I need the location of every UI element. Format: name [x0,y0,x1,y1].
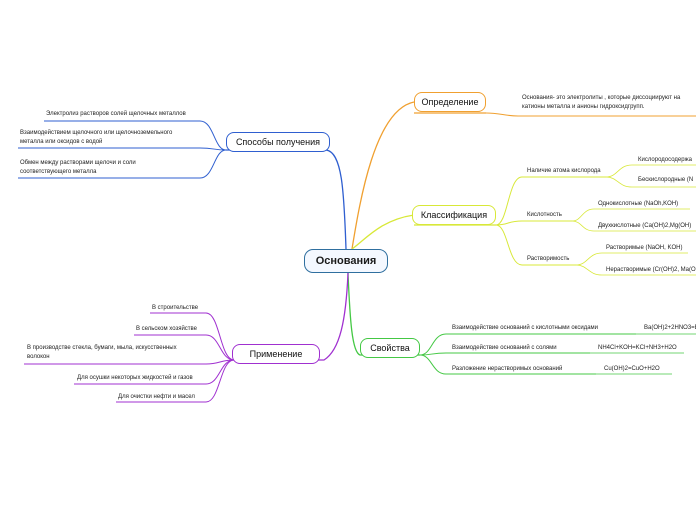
production-water-line2: металла или оксидов с водой [20,139,103,145]
production-exchange-line1: Обмен между растворами щелочи и соли [20,160,136,166]
property-acid-oxides[interactable]: Взаимодействие оснований с кислотными ок… [452,325,599,331]
classification-solubility[interactable]: Растворимость [527,256,570,262]
formula-decomposition[interactable]: Cu(OH)2=CuO+H2O [604,366,660,372]
acidity-item-1[interactable]: Однокислотные (NaOh,KOH) [598,201,679,207]
production-water-reaction[interactable]: Взаимодействием щелочного или щелочнозем… [20,129,172,147]
application-production-line1: В производстве стекла, бумаги, мыла, иск… [27,345,177,351]
property-decomposition[interactable]: Разложение нерастворимых оснований [452,366,563,372]
branch-production[interactable]: Способы получения [226,132,330,152]
application-agriculture[interactable]: В сельском хозяйстве [136,326,198,332]
application-production[interactable]: В производстве стекла, бумаги, мыла, иск… [27,344,177,362]
production-exchange-line2: соответствующего металла [20,169,97,175]
branch-application[interactable]: Применение [232,344,320,364]
branch-properties[interactable]: Свойства [360,338,420,358]
solubility-item-1[interactable]: Растворимые (NaOH, KOH) [606,245,683,251]
definition-text-line1: Основания- это электролиты , которые дис… [522,95,681,101]
acidity-item-2[interactable]: Двухкислотные (Ca(OH)2,Mg(OH) [598,223,692,229]
central-topic[interactable]: Основания [304,249,388,273]
branch-classification[interactable]: Классификация [412,205,496,225]
property-salts[interactable]: Взаимодействие оснований с солями [452,345,557,351]
classification-acidity[interactable]: Кислотность [527,212,562,218]
production-exchange[interactable]: Обмен между растворами щелочи и соли соо… [20,159,136,177]
formula-acid-oxides[interactable]: Ba(OH)2+2HNO3=B [644,325,696,331]
application-construction[interactable]: В строительстве [152,305,199,311]
definition-text-line2: катионы металла и анионы гидроксидгрупп. [522,104,645,110]
solubility-item-2[interactable]: Нерастворимые (Cr(OH)2, Ma(O [606,267,696,273]
formula-salts[interactable]: NH4Cl+KOH=KCl+NH3+H2O [598,345,677,351]
application-oil-cleaning[interactable]: Для очистки нефти и масел [118,394,195,400]
classification-oxygen[interactable]: Наличие атома кислорода [527,168,601,174]
application-production-line2: волокон [27,354,50,360]
oxygen-item-1[interactable]: Кислородосодержа [638,157,692,163]
production-water-line1: Взаимодействием щелочного или щелочнозем… [20,130,173,136]
production-electrolysis[interactable]: Электролиз растворов солей щелочных мета… [46,111,186,117]
oxygen-item-2[interactable]: Бескислородные (N [638,177,694,183]
application-drying[interactable]: Для осушки некоторых жидкостей и газов [77,375,193,381]
definition-text: Основания- это электролиты , которые дис… [522,94,680,112]
branch-definition[interactable]: Определение [414,92,486,112]
